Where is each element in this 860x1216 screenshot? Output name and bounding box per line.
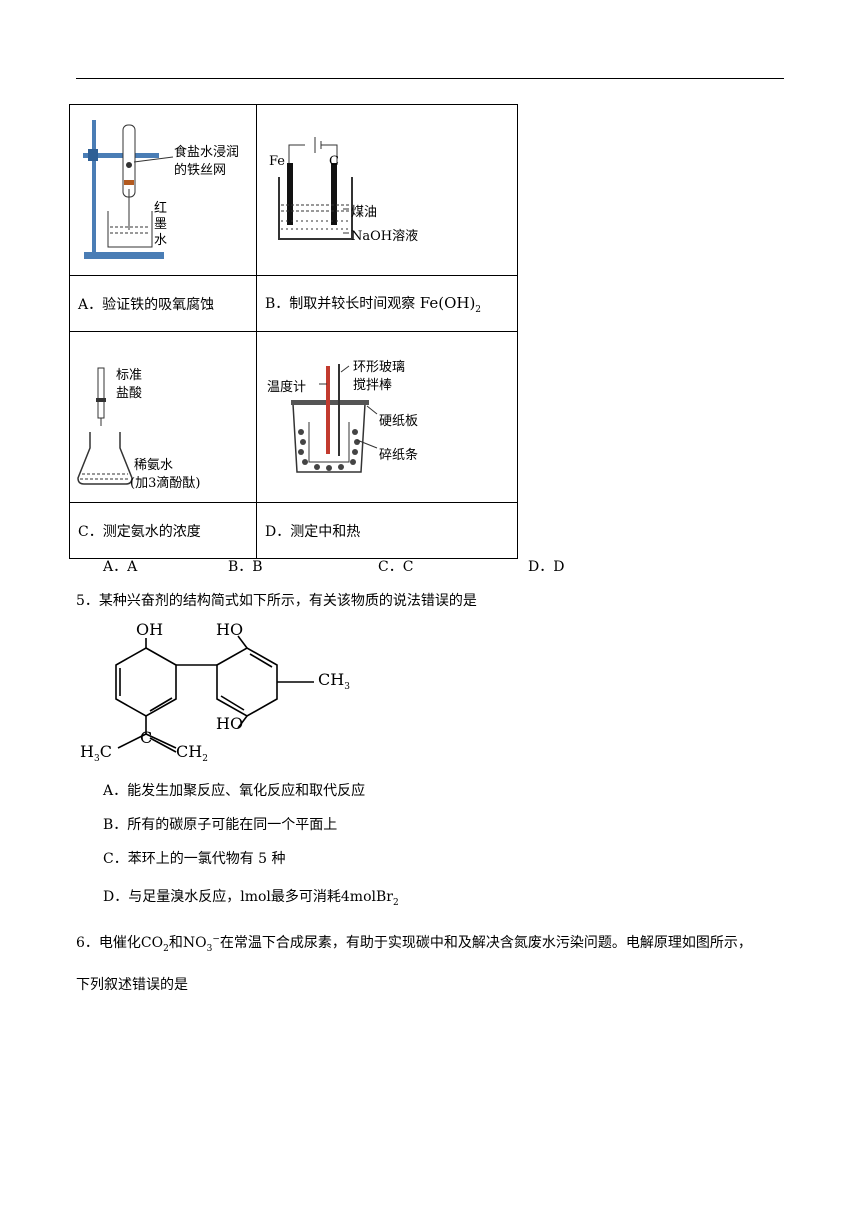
label-thermometer: 温度计 bbox=[267, 380, 307, 395]
q5-option-a[interactable]: A．能发生加聚反应、氧化反应和取代反应 bbox=[103, 783, 366, 799]
label-phenol: (加3滴酚酞) bbox=[130, 476, 201, 491]
struct-ch2: CH2 bbox=[176, 742, 208, 765]
q5-stem: 5．某种兴奋剂的结构简式如下所示，有关该物质的说法错误的是 bbox=[76, 593, 477, 609]
caption-b-text: B．制取并较长时间观察 bbox=[265, 295, 416, 312]
label-paper: 碎纸条 bbox=[379, 448, 419, 463]
q5-option-c[interactable]: C．苯环上的一氯代物有 5 种 bbox=[103, 851, 286, 867]
electrolysis-apparatus bbox=[278, 137, 353, 240]
q5-option-d-formula: 4molBr bbox=[340, 889, 393, 905]
q4-option-a[interactable]: A．A bbox=[103, 559, 138, 575]
label-hcl: 盐酸 bbox=[116, 386, 143, 401]
q4-options-table: 食盐水浸润 的铁丝网 红 墨 水 Fe C 煤油 NaOH溶液 bbox=[69, 104, 518, 559]
q4-option-c[interactable]: C．C bbox=[378, 559, 414, 575]
label-salt-water: 食盐水浸润 bbox=[174, 145, 240, 160]
label-water: 水 bbox=[154, 233, 168, 248]
label-ammonia: 稀氨水 bbox=[134, 458, 174, 473]
caption-b-subscript: 2 bbox=[475, 304, 482, 315]
q4-caption-b: B．制取并较长时间观察 Fe(OH)2 bbox=[256, 275, 518, 332]
q4-figure-d: 环形玻璃 搅拌棒 温度计 硬纸板 碎纸条 bbox=[256, 331, 518, 503]
struct-ho-bottom: HO bbox=[216, 714, 244, 733]
q5-option-d-text: D．与足量溴水反应，lmol最多可消耗 bbox=[103, 889, 341, 905]
struct-c: C bbox=[140, 728, 153, 747]
q5-option-d-sub: 2 bbox=[392, 897, 399, 908]
struct-ch3: CH3 bbox=[318, 670, 350, 693]
q5-option-d[interactable]: D．与足量溴水反应，lmol最多可消耗4molBr2 bbox=[103, 886, 399, 908]
caption-d-text: D．测定中和热 bbox=[265, 523, 361, 540]
caption-a-text: A．验证铁的吸氧腐蚀 bbox=[78, 296, 215, 313]
label-std: 标准 bbox=[116, 368, 143, 383]
q4-figure-a: 食盐水浸润 的铁丝网 红 墨 水 bbox=[69, 104, 257, 276]
q4-option-b[interactable]: B．B bbox=[228, 559, 263, 575]
q5-option-b[interactable]: B．所有的碳原子可能在同一个平面上 bbox=[103, 817, 338, 833]
q4-caption-a: A．验证铁的吸氧腐蚀 bbox=[69, 275, 257, 332]
caption-b-formula: Fe(OH) bbox=[419, 293, 476, 312]
q6-stem-line1: 6．电催化CO2和NO3−在常温下合成尿素，有助于实现碳中和及解决含氮废水污染问… bbox=[76, 934, 752, 954]
label-iron-mesh: 的铁丝网 bbox=[174, 163, 227, 178]
label-stirrer2: 搅拌棒 bbox=[353, 378, 393, 393]
q4-caption-c: C．测定氨水的浓度 bbox=[69, 502, 257, 559]
label-cardboard: 硬纸板 bbox=[379, 414, 419, 429]
caption-c-text: C．测定氨水的浓度 bbox=[78, 523, 201, 540]
structure-bonds bbox=[115, 635, 314, 753]
struct-oh-top: OH bbox=[136, 620, 164, 639]
label-kerosene: 煤油 bbox=[351, 205, 378, 220]
struct-ho-top: HO bbox=[216, 620, 244, 639]
label-naoh: NaOH溶液 bbox=[351, 229, 419, 244]
q5-structure: OH HO HO CH3 H3C C CH2 bbox=[80, 618, 380, 770]
label-stirrer1: 环形玻璃 bbox=[353, 360, 406, 375]
iron-corrosion-apparatus bbox=[83, 120, 174, 259]
label-fe: Fe bbox=[269, 154, 286, 169]
label-ink: 墨 bbox=[154, 217, 168, 232]
q6-stem-line2: 下列叙述错误的是 bbox=[76, 977, 188, 993]
label-red: 红 bbox=[154, 201, 168, 216]
struct-h3c: H3C bbox=[80, 742, 112, 765]
titration-apparatus bbox=[77, 367, 133, 485]
q4-option-d[interactable]: D．D bbox=[528, 559, 565, 575]
q4-figure-b: Fe C 煤油 NaOH溶液 bbox=[256, 104, 518, 276]
q4-figure-c: 标准 盐酸 稀氨水 (加3滴酚酞) bbox=[69, 331, 257, 503]
q4-caption-d: D．测定中和热 bbox=[256, 502, 518, 559]
label-c: C bbox=[329, 154, 339, 169]
calorimeter-apparatus bbox=[291, 364, 378, 473]
header-rule bbox=[76, 78, 784, 79]
